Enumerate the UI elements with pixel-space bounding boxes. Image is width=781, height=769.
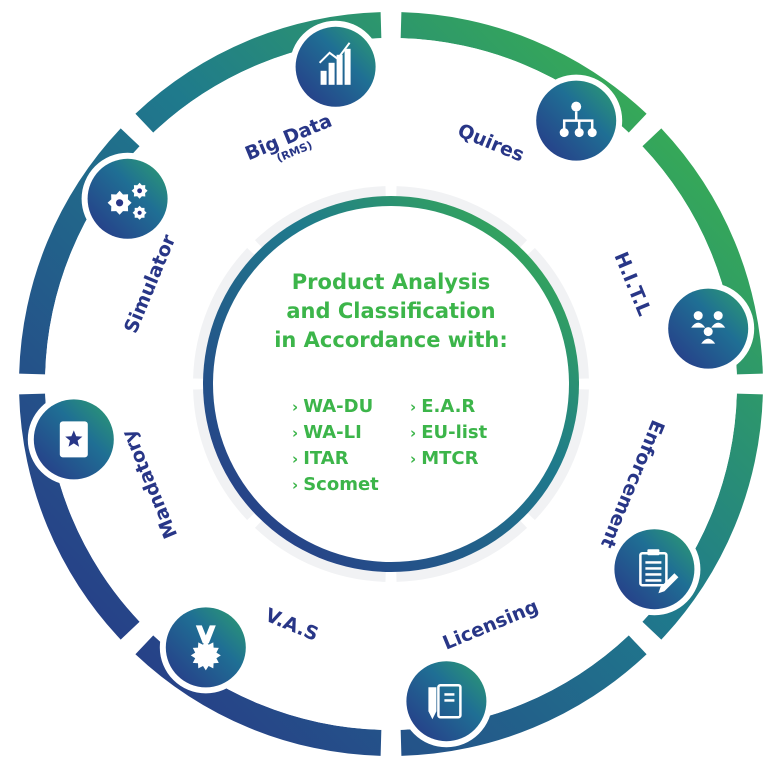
chevron-right-icon: › (292, 398, 299, 416)
bar-chart-badge (289, 20, 382, 113)
standards-left-column: ›WA-DU ›WA-LI ›ITAR ›Scomet (292, 394, 379, 498)
license-document-icon (428, 683, 462, 720)
standard-item: ›EU-list (410, 422, 488, 443)
award-badge-badge (159, 601, 252, 694)
center-heading-line-2: and Classification (286, 299, 496, 323)
center-heading-line-1: Product Analysis (291, 270, 491, 294)
chevron-right-icon: › (410, 424, 417, 442)
clipboard-pen-badge (608, 523, 701, 616)
hierarchy-icon (559, 101, 597, 138)
standard-item: ›ITAR (292, 448, 349, 469)
segment-enforcement-band (642, 393, 763, 640)
center-white-disc (213, 206, 569, 562)
gears-badge (81, 152, 174, 245)
chevron-right-icon: › (292, 424, 299, 442)
icon-layer (27, 20, 755, 748)
star-book-badge (27, 393, 120, 486)
icon-badge-disc (295, 26, 376, 107)
segment-quires-band (400, 12, 647, 133)
gears-icon (107, 182, 148, 220)
star-book-icon (59, 421, 88, 458)
standard-item: ›WA-LI (292, 422, 362, 443)
segment-v-a-s-band (135, 635, 382, 756)
hierarchy-badge (530, 74, 623, 167)
award-badge-icon (190, 625, 221, 671)
standards-list: ›WA-DU ›WA-LI ›ITAR ›Scomet ›E.A.R ›EU-l… (292, 394, 522, 504)
license-document-badge (400, 655, 493, 748)
chevron-right-icon: › (292, 450, 299, 468)
standards-right-column: ›E.A.R ›EU-list ›MTCR (410, 394, 487, 472)
chevron-right-icon: › (410, 450, 417, 468)
standard-item: ›WA-DU (292, 396, 374, 417)
clipboard-pen-icon (639, 549, 679, 594)
chevron-right-icon: › (410, 398, 417, 416)
standard-item: ›MTCR (410, 448, 479, 469)
bar-chart-icon (318, 42, 351, 85)
people-network-icon (691, 311, 726, 344)
segment-simulator-band (19, 128, 140, 375)
people-network-badge (662, 282, 755, 375)
standard-item: ›E.A.R (410, 396, 476, 417)
standard-item: ›Scomet (292, 474, 379, 495)
center-heading-line-3: in Accordance with: (274, 328, 508, 352)
chevron-right-icon: › (292, 476, 299, 494)
center-layer (203, 196, 579, 572)
center-heading: Product Analysis and Classification in A… (250, 268, 532, 355)
